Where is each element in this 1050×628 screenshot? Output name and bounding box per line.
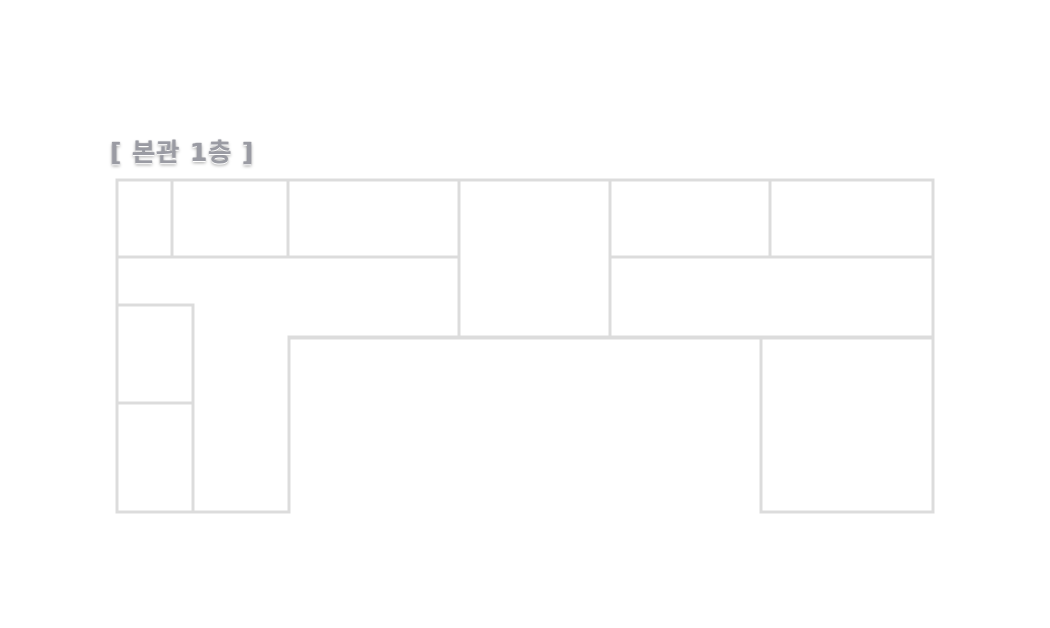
- room-top-right-2[interactable]: [768, 178, 935, 259]
- room-right-wing[interactable]: [759, 336, 935, 514]
- room-top-3[interactable]: [286, 178, 461, 259]
- room-left-wing-1[interactable]: [115, 303, 195, 405]
- room-top-2[interactable]: [170, 178, 290, 259]
- corridor-left[interactable]: [115, 255, 461, 514]
- room-center-hall[interactable]: [457, 178, 612, 339]
- floor-title: [ 본관 1층 ]: [110, 138, 255, 167]
- corridor-right[interactable]: [608, 255, 935, 339]
- room-top-right-1[interactable]: [608, 178, 772, 259]
- building-outline: [115, 178, 935, 514]
- room-left-wing-2[interactable]: [115, 401, 195, 514]
- room-top-1[interactable]: [115, 178, 174, 259]
